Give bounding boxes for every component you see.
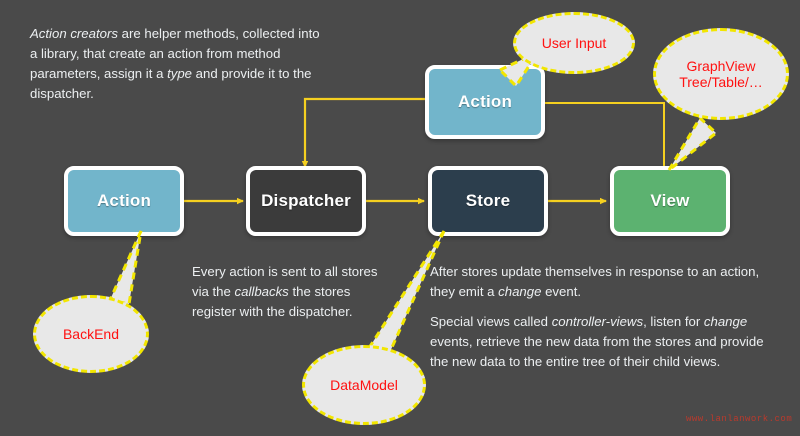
node-action-top-label: Action [457,92,513,111]
callout-user-input-label: User Input [541,34,607,51]
callout-user-input[interactable]: User Input [513,12,635,74]
paragraph-every-action: Every action is sent to all stores via t… [192,264,378,320]
paragraph-special-views: Special views called controller-views, l… [430,314,764,370]
node-store[interactable]: Store [428,166,548,236]
paragraph-action-creators: Action creators are helper methods, coll… [30,26,320,102]
callout-graphview[interactable]: GraphView Tree/Table/… [653,28,789,120]
line-actiontop-to-view [545,102,665,168]
callout-graphview-line2: Tree/Table/… [679,74,763,90]
watermark: www.lanlanwork.com [686,414,793,424]
node-store-label: Store [465,191,511,210]
tail-graphview [667,115,719,172]
node-action-left[interactable]: Action [64,166,184,236]
paragraph-after-stores: After stores update themselves in respon… [430,264,760,300]
callout-datamodel-label: DataModel [330,376,398,393]
tail-backend [107,230,143,306]
node-view[interactable]: View [610,166,730,236]
node-dispatcher[interactable]: Dispatcher [246,166,366,236]
node-view-label: View [650,191,690,210]
node-dispatcher-label: Dispatcher [261,191,351,210]
callout-graphview-line1: GraphView [686,57,756,74]
node-action-left-label: Action [96,191,152,210]
callout-datamodel[interactable]: DataModel [302,345,426,425]
callout-backend-label: BackEnd [62,325,120,342]
node-action-top[interactable]: Action [425,65,545,139]
callout-backend[interactable]: BackEnd [33,295,149,373]
